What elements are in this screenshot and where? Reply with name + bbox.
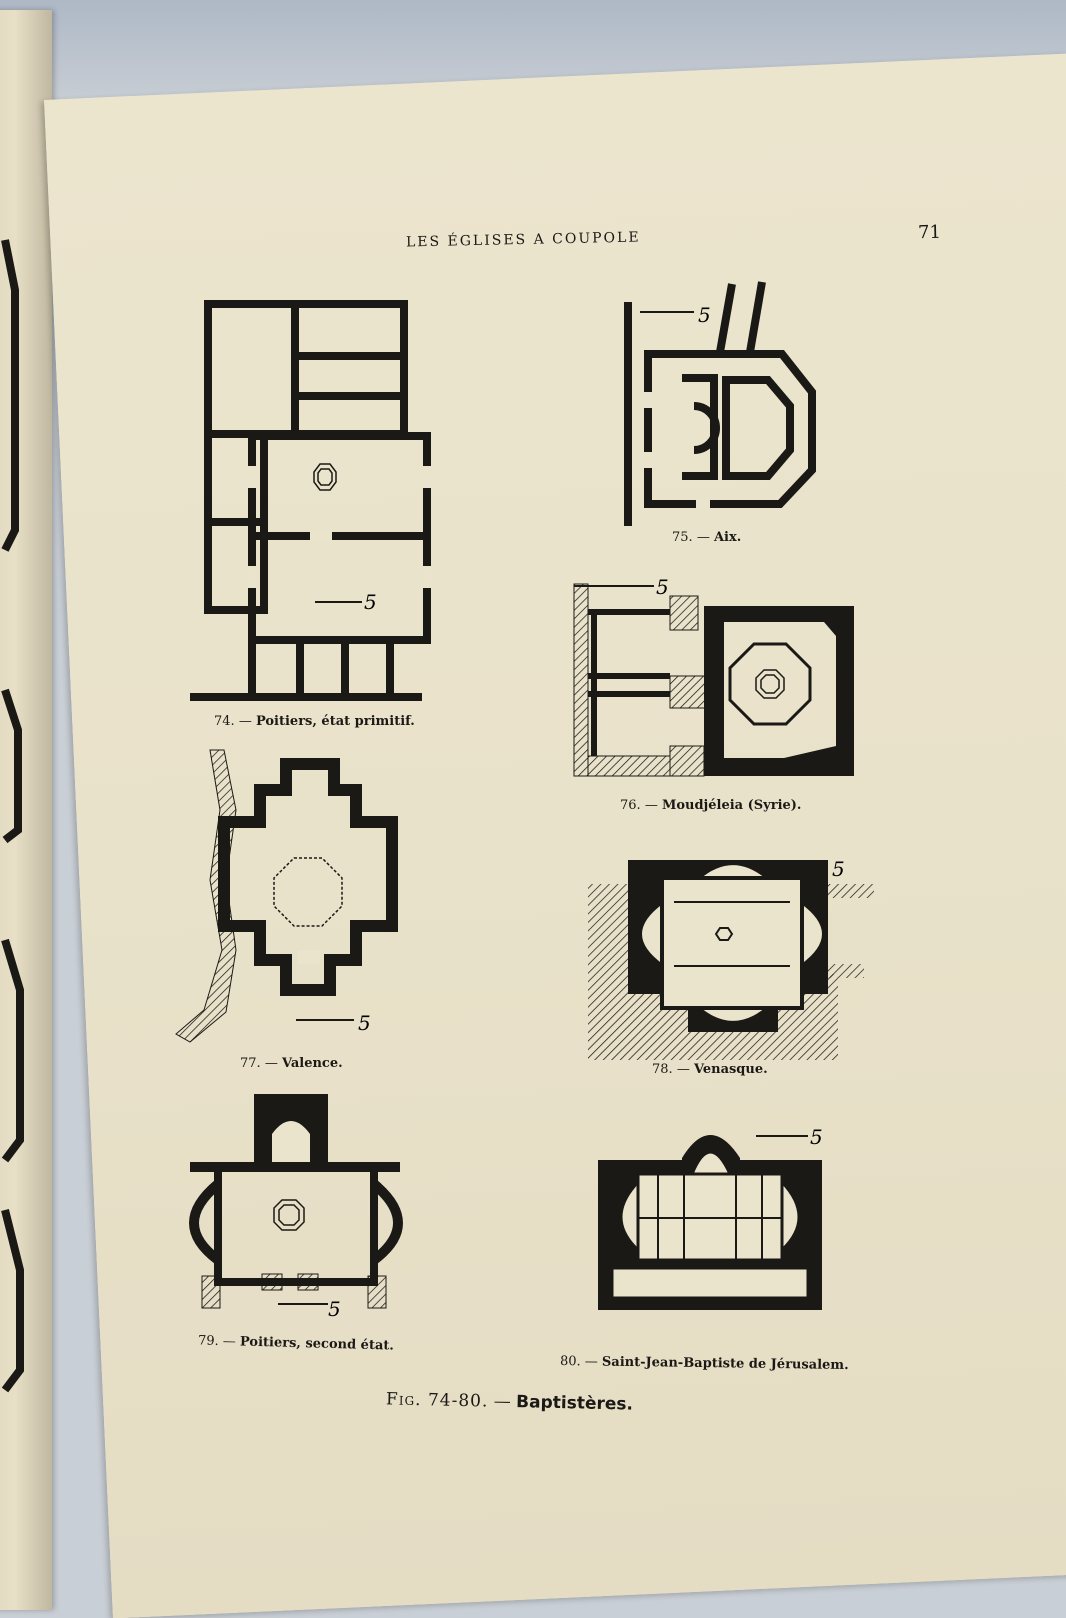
figure-title-label: Baptistères. [515,1392,634,1415]
plan-78-venasque: 5 [588,854,878,1064]
scale-mark: 5 [358,1011,371,1035]
left-page-edge [0,10,52,1610]
plan-79-poitiers-second: 5 [178,1094,418,1324]
plan-74-poitiers-primitif: 5 [190,296,431,706]
scale-mark: 5 [328,1297,341,1321]
caption-78: 78. — Venasque. [652,1062,768,1077]
plan-80-saint-jean-baptiste: 5 [598,1118,858,1318]
plan-75-aix: 5 [622,281,822,532]
left-page-plans [1,239,24,1393]
plan-77-valence: 5 [175,749,416,1050]
caption-76: 76. — Moudjéleia (Syrie). [620,798,802,813]
scale-mark: 5 [832,857,845,881]
scale-mark: 5 [656,575,669,599]
caption-74: 74. — Poitiers, état primitif. [214,714,415,729]
scale-mark: 5 [698,303,711,327]
caption-75: 75. — Aix. [672,530,742,545]
figure-title-prefix: Fig. 74-80. [385,1389,489,1412]
caption-77: 77. — Valence. [240,1056,343,1071]
scale-mark: 5 [810,1125,823,1149]
page-number: 71 [917,221,942,244]
scale-mark: 5 [364,590,377,614]
plan-76-moudjeleia: 5 [573,575,864,786]
